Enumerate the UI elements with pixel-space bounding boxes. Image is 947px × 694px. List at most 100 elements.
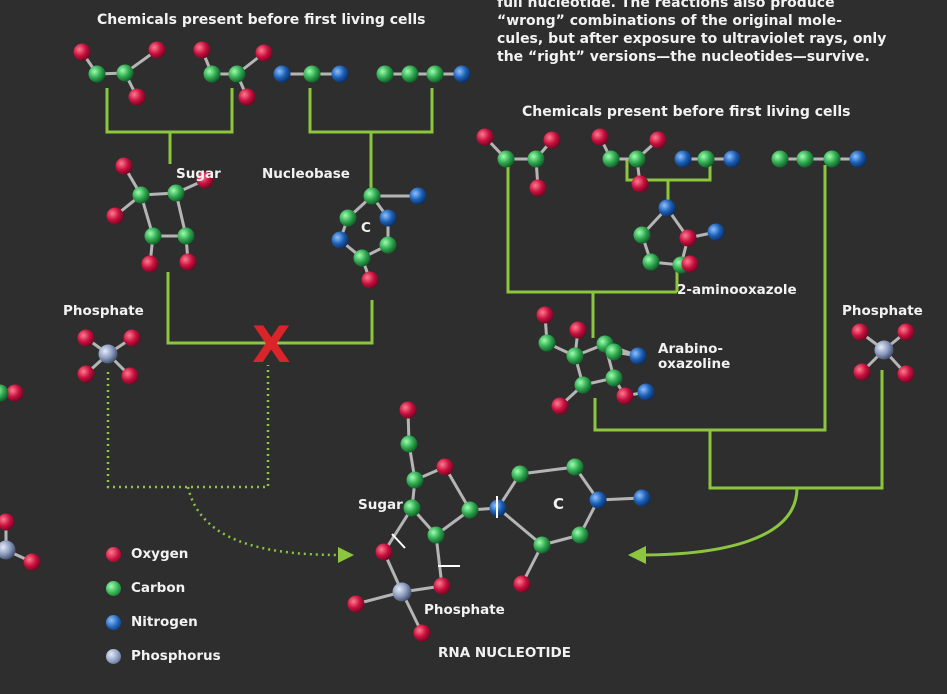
carbon-swatch-icon xyxy=(106,580,121,596)
carbon-atom xyxy=(538,334,556,352)
oxygen-atom xyxy=(179,253,197,271)
right-header: Chemicals present before first living ce… xyxy=(522,104,851,120)
carbon-atom xyxy=(566,458,584,476)
nitrogen-atom xyxy=(674,150,692,168)
oxygen-atom xyxy=(897,323,915,341)
oxygen-atom xyxy=(148,41,166,59)
legend-item-nitrogen: Nitrogen xyxy=(106,614,198,630)
carbon-atom xyxy=(602,150,620,168)
oxygen-swatch-icon xyxy=(106,546,121,562)
oxygen-atom xyxy=(77,329,95,347)
nitrogen-atom xyxy=(331,231,349,249)
phosphorus-atom xyxy=(392,582,412,602)
left-sugar-reactants-bracket xyxy=(105,88,234,134)
oxygen-atom xyxy=(73,43,91,61)
carbon-atom xyxy=(571,526,589,544)
oxygen-atom xyxy=(6,384,24,402)
carbon-atom xyxy=(228,65,246,83)
left-cytosine-bonds xyxy=(338,194,418,281)
legend-label: Carbon xyxy=(131,580,186,596)
nitrogen-atom xyxy=(629,347,647,365)
carbon-atom xyxy=(353,249,371,267)
left-cytosine-molecule xyxy=(331,187,427,289)
product-base-letter: C xyxy=(553,495,565,513)
right-glycolaldehyde-2-molecule xyxy=(591,128,667,193)
carbon-atom xyxy=(303,65,321,83)
oxygen-atom xyxy=(123,329,141,347)
arabinooxazoline-label-line1: Arabino- xyxy=(658,341,723,357)
carbon-atom xyxy=(403,499,421,517)
carbon-atom xyxy=(400,435,418,453)
oxygen-atom xyxy=(375,543,393,561)
edge-fragment-1-molecule xyxy=(0,384,24,402)
oxygen-atom xyxy=(631,175,649,193)
right-cyanamide-molecule xyxy=(674,150,741,168)
atoms xyxy=(0,41,915,642)
oxygen-atom xyxy=(196,171,214,189)
carbon-atom xyxy=(426,65,444,83)
oxygen-atom xyxy=(551,397,569,415)
cut-mark-sugar-phosphate xyxy=(391,533,406,549)
carbon-atom xyxy=(605,369,623,387)
carbon-atom xyxy=(132,186,150,204)
left-ribose-molecule xyxy=(106,157,214,273)
left-cyanoacetylene-molecule xyxy=(376,65,471,83)
product-sugar-label: Sugar xyxy=(358,497,403,513)
phosphorus-atom xyxy=(0,540,16,560)
left-base-ring-letter: C xyxy=(361,220,371,236)
oxygen-atom xyxy=(897,365,915,383)
nitrogen-atom xyxy=(273,65,291,83)
carbon-atom xyxy=(697,150,715,168)
left-phosphate-label: Phosphate xyxy=(63,303,144,319)
aminooxazole-label: 2-aminooxazole xyxy=(677,282,797,298)
phosphorus-atom xyxy=(874,340,894,360)
carbon-atom xyxy=(527,150,545,168)
carbon-atom xyxy=(177,227,195,245)
oxygen-atom xyxy=(476,128,494,146)
rna-nucleotide-molecule xyxy=(347,401,651,642)
carbon-atom xyxy=(116,64,134,82)
oxygen-atom xyxy=(238,88,256,106)
oxygen-atom xyxy=(361,271,379,289)
oxygen-atom xyxy=(77,365,95,383)
edge-fragment-2-molecule xyxy=(0,513,41,571)
phosphorus-swatch-icon xyxy=(106,648,121,664)
carbon-atom xyxy=(823,150,841,168)
legend-label: Phosphorus xyxy=(131,648,221,664)
nitrogen-atom xyxy=(409,187,427,205)
oxygen-atom xyxy=(433,577,451,595)
carbon-atom xyxy=(633,226,651,244)
intro-paragraph: full nucleotide. The reactions also prod… xyxy=(497,0,937,66)
oxygen-atom xyxy=(121,367,139,385)
oxygen-atom xyxy=(591,128,609,146)
legend-item-phosphorus: Phosphorus xyxy=(106,648,221,664)
carbon-atom xyxy=(533,536,551,554)
oxygen-atom xyxy=(399,401,417,419)
left-product-dotted-arrowhead xyxy=(338,547,354,563)
nitrogen-atom xyxy=(707,223,725,241)
carbon-atom xyxy=(401,65,419,83)
carbon-atom xyxy=(363,187,381,205)
carbon-atom xyxy=(0,384,9,402)
carbon-atom xyxy=(771,150,789,168)
oxygen-atom xyxy=(851,323,869,341)
left-header: Chemicals present before first living ce… xyxy=(97,12,426,28)
intro-line: “wrong” combinations of the original mol… xyxy=(497,13,842,29)
bond xyxy=(382,507,414,553)
nitrogen-atom xyxy=(633,489,651,507)
intro-line: full nucleotide. The reactions also prod… xyxy=(497,0,835,11)
right-glycolaldehyde-line xyxy=(506,160,677,294)
carbon-atom xyxy=(167,184,185,202)
intro-line: cules, but after exposure to ultraviolet… xyxy=(497,31,887,47)
carbon-atom xyxy=(566,347,584,365)
bond-cut-marks xyxy=(391,496,498,567)
left-sugar-base-bracket xyxy=(166,272,374,345)
carbon-atom xyxy=(796,150,814,168)
legend-label: Oxygen xyxy=(131,546,189,562)
connector-lines xyxy=(105,88,884,564)
dotted-path xyxy=(106,365,354,563)
carbon-atom xyxy=(461,501,479,519)
left-sugar-label: Sugar xyxy=(176,166,221,182)
left-nucleobase-label: Nucleobase xyxy=(262,166,350,182)
